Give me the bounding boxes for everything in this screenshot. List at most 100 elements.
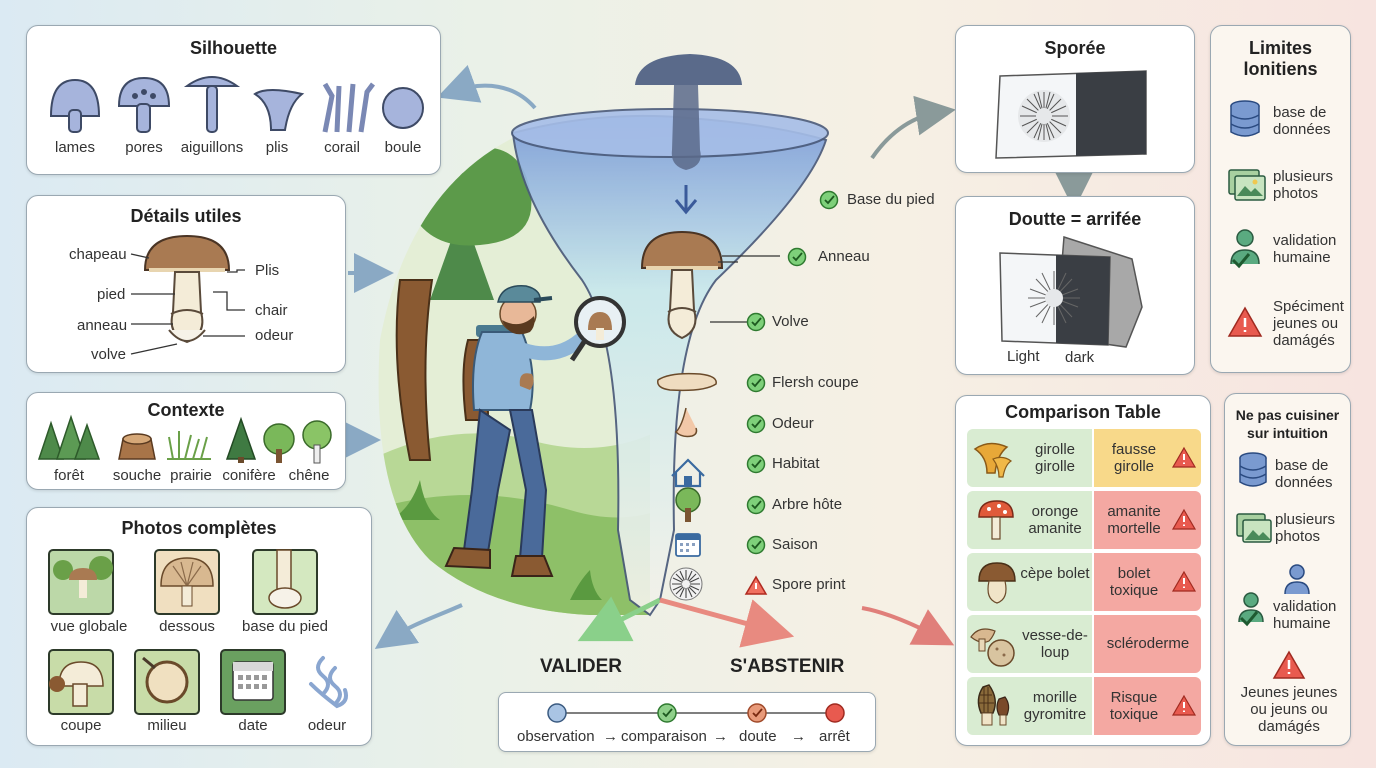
photo-label: date [238,717,268,734]
edible-cell: cèpe bolet [967,553,1092,611]
middle-photo-icon [134,649,200,715]
light-label: Light [1007,348,1040,365]
coral-silhouette-icon [322,82,375,133]
lookalike-name: bolet toxique [1109,565,1159,599]
lookalike-name: scléroderme [1106,635,1190,652]
nepas-icons [1236,452,1310,679]
anatomy-label-odeur: odeur [255,327,294,344]
limites-title: Limites lonitiens [1243,38,1318,79]
database-icon [1230,100,1260,137]
timeline-arrow: → [603,728,618,745]
conifer-icon [225,416,257,463]
check-label: Anneau [818,248,870,265]
house-icon [671,458,705,488]
comparison-row: morille gyromitre Risque toxique [967,677,1201,735]
check-label: Arbre hôte [772,496,843,513]
host-tree-icon [675,487,701,522]
silhouette-label: pores [125,139,163,156]
check-label: Base du pied [847,191,935,208]
photos-card: Photos complètes [26,507,372,746]
amanita-icon [978,500,1014,540]
details-title: Détails utiles [130,206,242,226]
edible-cell: morille gyromitre [967,677,1092,735]
spore-print-icon [669,567,703,601]
nose-icon [674,407,698,438]
photo-label: base du pied [242,618,328,635]
anatomy-label-pied: pied [97,286,126,303]
silhouette-title: Silhouette [189,38,277,58]
photos-icon [1228,169,1266,201]
contexte-label: prairie [170,467,212,484]
morel-icon [977,684,1010,726]
mushroom-anatomy-diagram [130,234,245,355]
anatomy-label-chair: chair [255,302,288,319]
sporee-title: Sporée [1044,38,1106,58]
timeline-step: arrêt [819,728,850,745]
underside-photo-icon [154,549,220,615]
flesh-slice-icon [657,372,717,392]
edible-cell: girolle girolle [967,429,1092,487]
warning-icon [1171,570,1197,592]
timeline-step: comparaison [621,728,707,745]
date-photo-icon [220,649,286,715]
spore-print-image [995,70,1147,159]
dark-label: dark [1065,349,1095,366]
human-validation-icon [1230,229,1260,269]
nepas-title: Ne pas cuisiner sur intuition [1235,407,1340,441]
photo-label: odeur [307,717,347,734]
photo-label: milieu [147,717,187,734]
nepas-item: validation humaine [1273,598,1337,632]
nepas-item: Jeunes jeunes ou jeuns ou damágés [1240,684,1338,735]
oak-icon [263,420,332,464]
cut-photo-icon [48,649,114,715]
limites-item: Spéciment jeunes ou damágés [1273,298,1344,349]
sporee-card: Sporée [955,25,1195,173]
lookalike-name: fausse girolle [1111,441,1157,475]
ne-pas-cuisiner-card: Ne pas cuisiner sur intuition base de do… [1224,393,1351,746]
comparison-row: cèpe bolet bolet toxique [967,553,1201,611]
chanterelle-icon [973,442,1013,478]
folds-silhouette-icon [253,89,305,131]
lookalike-name: amanite mortelle [1107,503,1161,537]
calendar-icon [675,533,701,557]
check-label: Flersh coupe [772,374,859,391]
stump-icon [118,433,156,460]
photo-label: vue globale [50,618,128,635]
limites-item: plusieurs photos [1273,168,1334,202]
comparison-card: Comparison Table girolle girolle fausse … [955,395,1211,746]
valider-label: VALIDER [540,656,622,677]
human-validation-icon [1238,592,1264,627]
limites-icons [1227,100,1266,337]
lookalike-cell: fausse girolle [1094,429,1201,487]
nepas-item: plusieurs photos [1275,511,1336,545]
comparison-row: oronge amanite amanite mortelle [967,491,1201,549]
anatomy-label-volve: volve [91,346,127,363]
limites-item: validation humaine [1273,232,1337,266]
comparison-row: girolle girolle fausse girolle [967,429,1201,487]
photos-icon [1236,513,1272,543]
lookalike-name: Risque toxique [1109,689,1159,723]
lookalike-cell: amanite mortelle [1094,491,1201,549]
spore-compare-image [999,235,1143,348]
smell-icon [309,656,348,709]
nepas-item: base de données [1275,457,1333,491]
warning-icon [1171,508,1197,530]
limites-item: base de données [1273,104,1331,138]
photo-thumbnails [48,549,348,715]
edible-cell: vesse-de-loup [967,615,1092,673]
timeline-arrow: → [713,728,728,745]
person-icon [1284,564,1310,595]
anatomy-label-anneau: anneau [77,317,128,334]
pores-silhouette-icon [117,76,171,133]
check-label: Spore print [772,576,846,593]
edible-cell: oronge amanite [967,491,1092,549]
lookalike-cell: Risque toxique [1094,677,1201,735]
contexte-label: souche [112,467,162,484]
edible-name: girolle girolle [1034,441,1076,475]
edible-name: oronge amanite [1028,503,1082,537]
timeline-arrow: → [791,728,806,745]
edible-name: morille gyromitre [1023,689,1087,723]
silhouette-label: aiguillons [180,139,244,156]
contexte-card: Contexte forêt souche prairie conifère c… [26,392,346,490]
